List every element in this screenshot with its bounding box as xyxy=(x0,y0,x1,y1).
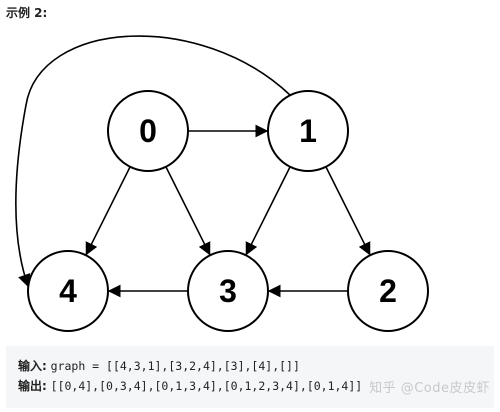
watermark: 知乎 @Code皮皮虾 xyxy=(369,381,490,396)
edge-1-to-3 xyxy=(245,166,291,256)
node-label: 1 xyxy=(299,113,317,149)
input-line: 输入: graph = [[4,3,1],[3,2,4],[3],[4],[]] xyxy=(18,356,482,376)
node-circle xyxy=(187,250,269,332)
node-label: 0 xyxy=(139,113,157,149)
edge-1-to-2 xyxy=(325,166,371,256)
node-circle xyxy=(107,90,189,172)
input-label: 输入: xyxy=(18,359,47,373)
node-circle xyxy=(267,90,349,172)
node-label: 4 xyxy=(59,273,77,309)
edge-0-to-4 xyxy=(85,166,131,256)
node-label: 2 xyxy=(379,273,397,309)
io-panel: 输入: graph = [[4,3,1],[3,2,4],[3],[4],[]]… xyxy=(6,346,494,408)
edge-1-to-4 xyxy=(14,35,291,288)
node-circle xyxy=(27,250,109,332)
graph-node-4: 4 xyxy=(27,250,109,332)
input-value: graph = [[4,3,1],[3,2,4],[3],[4],[]] xyxy=(50,359,300,373)
graph-diagram: 0 1 2 3 4 xyxy=(14,35,429,332)
graph-node-0: 0 xyxy=(107,90,189,172)
output-label: 输出: xyxy=(18,379,47,393)
graph-node-2: 2 xyxy=(347,250,429,332)
example-heading: 示例 2: xyxy=(6,6,48,20)
output-value: [[0,4],[0,3,4],[0,1,3,4],[0,1,2,3,4],[0,… xyxy=(50,379,363,393)
output-line: 输出: [[0,4],[0,3,4],[0,1,3,4],[0,1,2,3,4]… xyxy=(18,376,482,396)
node-label: 3 xyxy=(219,273,237,309)
edge-0-to-3 xyxy=(165,166,211,256)
graph-node-3: 3 xyxy=(187,250,269,332)
node-circle xyxy=(347,250,429,332)
graph-node-1: 1 xyxy=(267,90,349,172)
